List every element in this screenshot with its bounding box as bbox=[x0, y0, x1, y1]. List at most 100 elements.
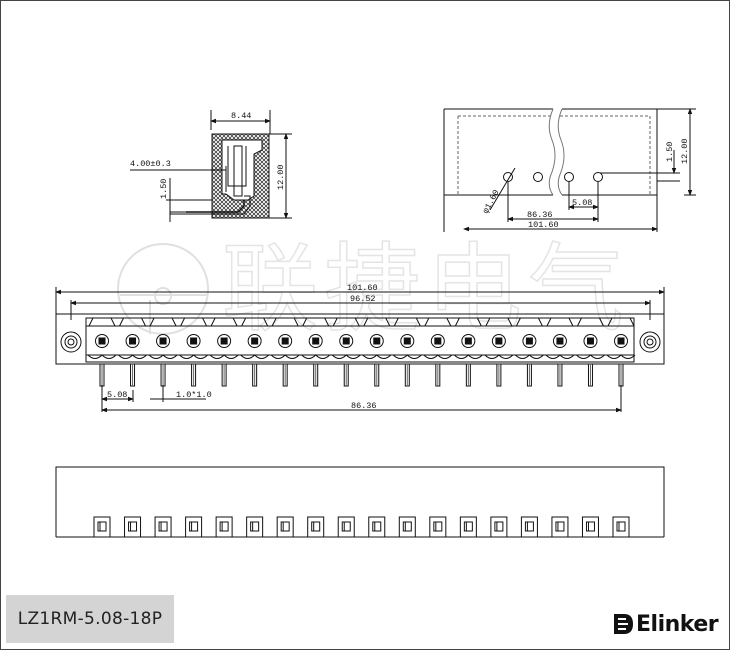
screw-head bbox=[491, 334, 506, 348]
screw-head bbox=[278, 334, 293, 348]
front-lower-contour bbox=[423, 354, 453, 359]
front-lower-contour bbox=[606, 354, 636, 359]
back-view-hole bbox=[593, 172, 603, 182]
screw-head bbox=[583, 334, 598, 348]
screw-slot bbox=[220, 337, 228, 345]
front-slot bbox=[485, 317, 513, 327]
bottom-pin-window bbox=[402, 521, 412, 532]
side-width-dim: 8.44 bbox=[231, 111, 251, 121]
screw-head bbox=[308, 334, 323, 348]
front-lower-contour bbox=[209, 354, 239, 359]
front-lower-contour bbox=[240, 354, 270, 359]
front-slot bbox=[149, 317, 177, 327]
front-slot bbox=[119, 317, 146, 327]
front-lower-contour bbox=[270, 354, 300, 359]
screw-head bbox=[461, 334, 476, 348]
screw-slot bbox=[312, 337, 320, 345]
bottom-pin-window bbox=[219, 521, 229, 532]
mount-hole-left bbox=[60, 331, 82, 353]
screw-slot bbox=[342, 337, 350, 345]
screw-slot bbox=[525, 337, 533, 345]
bottom-view-body bbox=[55, 466, 665, 537]
screw-head bbox=[217, 334, 232, 348]
front-slot bbox=[546, 317, 574, 327]
watermark-text: 联捷电气 bbox=[222, 233, 630, 345]
bottom-pin-window bbox=[524, 521, 534, 532]
front-lower-contour bbox=[362, 354, 392, 359]
front-lower-contour bbox=[453, 354, 483, 359]
front-slot bbox=[607, 317, 635, 327]
front-lower-contour bbox=[484, 354, 514, 359]
front-slot bbox=[302, 317, 330, 327]
bottom-pin-window bbox=[372, 521, 382, 532]
front-slot bbox=[210, 317, 238, 327]
back-view bbox=[443, 108, 696, 232]
screw-slot bbox=[403, 337, 411, 345]
screw-head bbox=[339, 334, 354, 348]
front-view-body bbox=[55, 313, 665, 365]
back-view-hole bbox=[564, 172, 574, 182]
front-slot bbox=[363, 317, 391, 327]
screw-slot bbox=[373, 337, 381, 345]
front-lower-contour bbox=[118, 354, 147, 359]
screw-head bbox=[186, 334, 201, 348]
front-pin-dim: 1.0*1.0 bbox=[176, 390, 212, 400]
watermark: 联捷电气 bbox=[117, 232, 630, 346]
screw-slot bbox=[159, 337, 167, 345]
front-lower-contour bbox=[148, 354, 178, 359]
bottom-pin-window bbox=[463, 521, 473, 532]
front-slot bbox=[241, 317, 269, 327]
part-number-label: LZ1RM-5.08-18P bbox=[6, 595, 174, 643]
front-lower-contour bbox=[179, 354, 208, 359]
screw-head bbox=[614, 334, 628, 348]
bottom-pin-window bbox=[128, 521, 138, 532]
front-slot bbox=[515, 317, 543, 327]
bottom-view-pins bbox=[93, 516, 630, 538]
back-pitch-dim: 5.08 bbox=[572, 198, 592, 208]
front-lower-contour bbox=[545, 354, 575, 359]
screw-slot bbox=[190, 337, 198, 345]
bottom-pin-window bbox=[555, 521, 565, 532]
screw-head bbox=[400, 334, 415, 348]
front-lower-contour bbox=[301, 354, 331, 359]
front-slot bbox=[393, 317, 421, 327]
front-lower-contour bbox=[515, 354, 544, 359]
brand-name: Elinker bbox=[636, 611, 719, 637]
front-lower-contour bbox=[576, 354, 605, 359]
front-lower-contour bbox=[392, 354, 422, 359]
front-slot bbox=[271, 317, 299, 327]
screw-slot bbox=[98, 337, 106, 345]
screw-slot bbox=[281, 337, 289, 345]
front-slot bbox=[424, 317, 452, 327]
bottom-pin-window bbox=[158, 521, 168, 532]
mount-hole-right bbox=[639, 331, 661, 353]
back-length-dim: 101.60 bbox=[528, 220, 559, 230]
front-pitch-dim: 5.08 bbox=[107, 390, 127, 400]
screw-slot bbox=[556, 337, 564, 345]
screw-slot bbox=[129, 337, 137, 345]
bottom-pin-window bbox=[341, 521, 351, 532]
screw-slot bbox=[586, 337, 594, 345]
side-height-dim: 12.00 bbox=[276, 164, 286, 190]
bottom-pin-window bbox=[494, 521, 504, 532]
side-pin-dim: 4.00±0.3 bbox=[130, 159, 171, 169]
front-slot bbox=[180, 317, 208, 327]
bottom-pin-window bbox=[585, 521, 595, 532]
front-span-dim: 86.36 bbox=[351, 401, 377, 411]
screw-slot bbox=[495, 337, 503, 345]
screw-head bbox=[156, 334, 171, 348]
back-hole-dim: φ1.60 bbox=[481, 188, 502, 215]
front-view bbox=[55, 287, 665, 413]
front-view-slots bbox=[87, 317, 636, 359]
side-offset-dim: 1.50 bbox=[159, 179, 169, 199]
back-height-dim: 12.00 bbox=[680, 138, 690, 164]
bottom-view bbox=[55, 466, 665, 538]
screw-head bbox=[369, 334, 384, 348]
back-offset-dim: 1.50 bbox=[665, 142, 675, 162]
bottom-pin-window bbox=[97, 521, 107, 532]
screw-slot bbox=[434, 337, 442, 345]
front-lower-contour bbox=[87, 354, 117, 359]
brand-logo: Elinker bbox=[612, 611, 719, 637]
bottom-pin-window bbox=[280, 521, 290, 532]
